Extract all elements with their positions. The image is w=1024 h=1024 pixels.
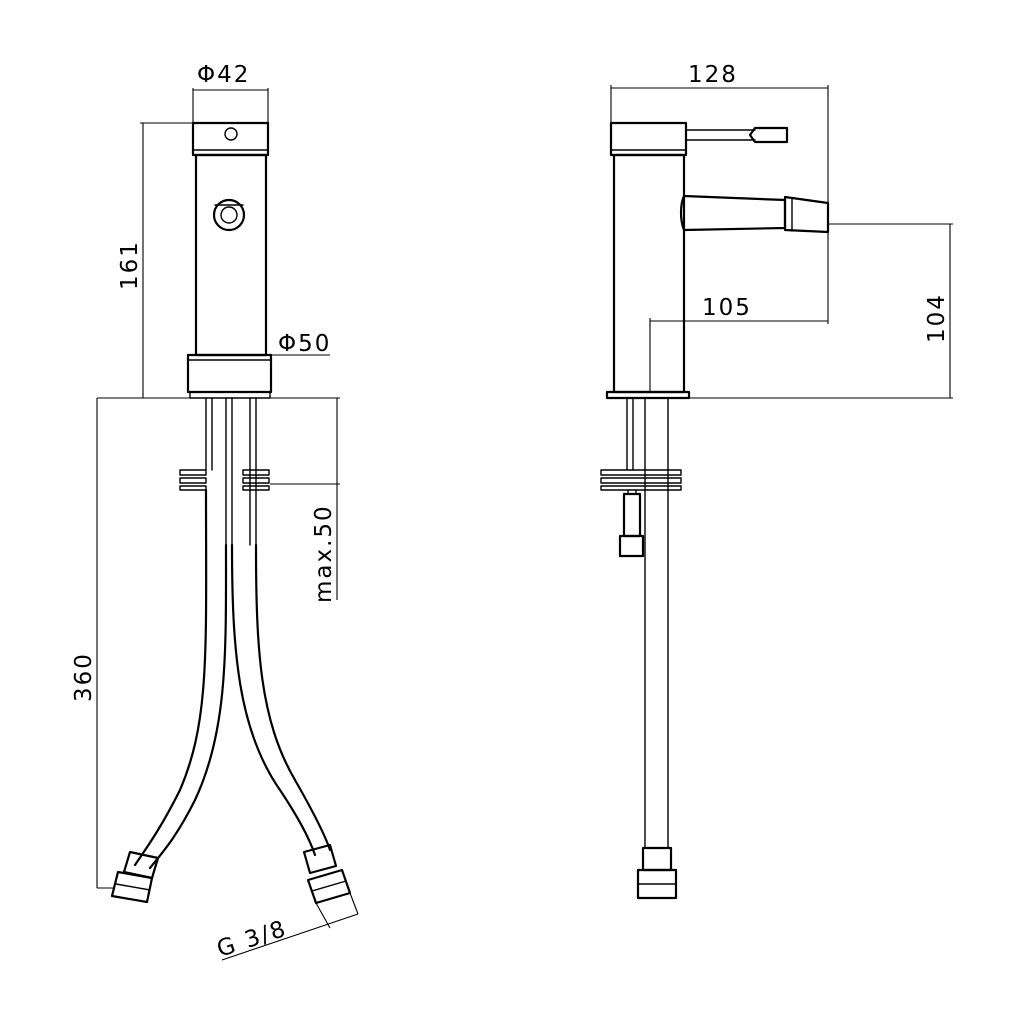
side-view bbox=[600, 121, 830, 900]
dim-hose-thread: G 3/8 bbox=[214, 916, 291, 963]
dim-front-height: 161 bbox=[117, 240, 143, 290]
bidet-spout bbox=[679, 194, 830, 234]
side-connector bbox=[622, 492, 642, 538]
hose-fitting-left bbox=[110, 850, 160, 904]
hose-fitting-right bbox=[302, 843, 352, 905]
front-hose-right bbox=[230, 543, 317, 857]
front-washer-left bbox=[179, 469, 207, 476]
front-dimensions bbox=[96, 88, 359, 961]
dim-spout-height: 104 bbox=[924, 293, 950, 343]
front-hose-left bbox=[133, 488, 208, 867]
side-lever bbox=[685, 126, 789, 144]
cap-hole bbox=[224, 127, 238, 141]
side-hose-fitting bbox=[636, 846, 678, 900]
lever-knob bbox=[212, 198, 246, 232]
side-base bbox=[605, 390, 691, 400]
front-view bbox=[110, 121, 352, 905]
side-body bbox=[612, 153, 686, 394]
front-body bbox=[194, 153, 268, 357]
dim-top-diameter: Φ42 bbox=[197, 62, 250, 88]
side-dimensions bbox=[610, 85, 953, 399]
base-flange bbox=[189, 391, 271, 399]
dim-max-deck: max.50 bbox=[311, 504, 337, 603]
dim-base-diameter: Φ50 bbox=[278, 331, 331, 357]
side-washer bbox=[600, 469, 682, 476]
dim-hose-length: 360 bbox=[71, 652, 97, 702]
front-washer-right bbox=[242, 469, 270, 476]
dim-side-depth: 128 bbox=[688, 62, 738, 88]
dim-spout-reach: 105 bbox=[702, 295, 752, 321]
